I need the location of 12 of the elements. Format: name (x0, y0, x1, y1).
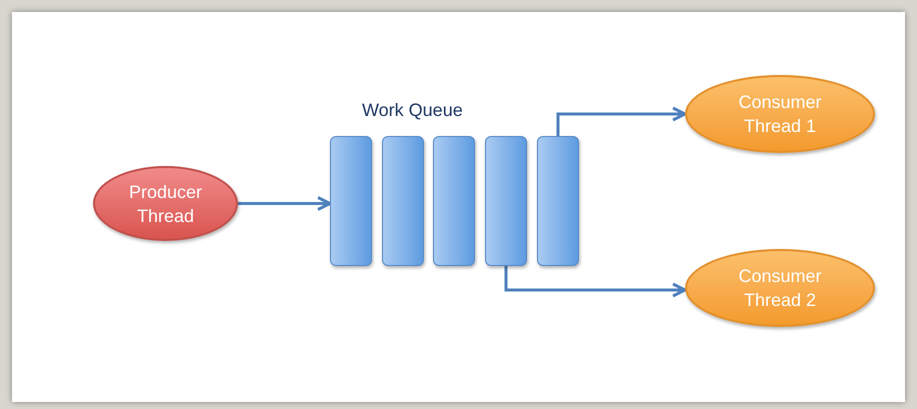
queue-slot (537, 136, 579, 266)
node-label: Producer Thread (128, 180, 204, 228)
arrow (238, 196, 332, 211)
queue-slot (330, 136, 372, 266)
node-label: Consumer Thread 2 (737, 265, 823, 312)
queue-slot (433, 136, 475, 266)
queue-title: Work Queue (362, 99, 463, 122)
queue-slot (485, 136, 527, 266)
arrow (556, 106, 686, 136)
node-label: Consumer Thread 1 (737, 91, 823, 138)
queue-slot (382, 136, 424, 266)
arrow (504, 266, 686, 298)
